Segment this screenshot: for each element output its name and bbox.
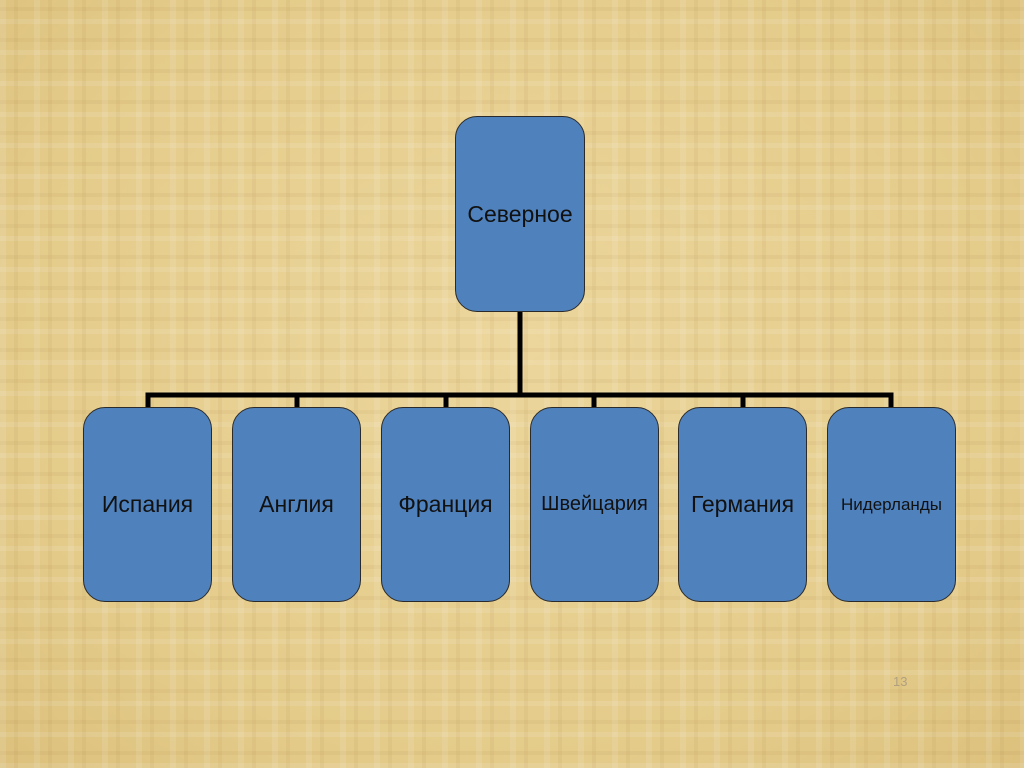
child-node-label: Англия xyxy=(259,491,334,517)
child-node-netherlands: Нидерланды xyxy=(827,407,956,602)
child-node-label: Испания xyxy=(101,491,194,517)
child-node-label: Германия xyxy=(690,491,795,517)
child-node-england: Англия xyxy=(232,407,361,602)
child-node-spain: Испания xyxy=(83,407,212,602)
child-node-france: Франция xyxy=(381,407,510,602)
child-node-label: Швейцария xyxy=(541,493,648,515)
child-node-label: Франция xyxy=(398,491,493,517)
root-node: Северное xyxy=(455,116,585,312)
child-node-label: Нидерланды xyxy=(841,494,942,514)
child-node-germany: Германия xyxy=(678,407,807,602)
page-number: 13 xyxy=(893,674,908,689)
child-node-switzerland: Швейцария xyxy=(530,407,659,602)
root-node-label: Северное xyxy=(467,200,573,227)
